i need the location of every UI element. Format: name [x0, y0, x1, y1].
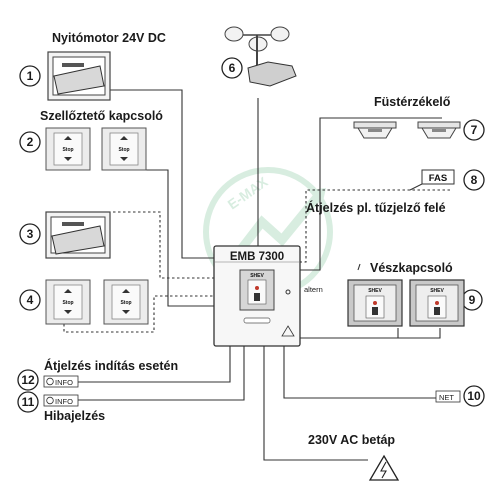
motor-label: Nyitómotor 24V DC: [52, 31, 166, 45]
info-tag-11: INFO: [43, 394, 79, 407]
controller-emb-7300: EMB 7300 SHEV altern: [213, 245, 323, 347]
svg-text:9: 9: [469, 293, 476, 307]
mains-label: 230V AC betáp: [308, 433, 395, 447]
svg-text:SHEV: SHEV: [250, 273, 264, 279]
svg-text:NET: NET: [439, 393, 454, 402]
controller-title: EMB 7300: [230, 251, 284, 263]
callout-8: 8: [463, 169, 485, 191]
callout-12: 12: [17, 369, 39, 391]
callout-4: 4: [19, 289, 41, 311]
net-tag-10: NET: [435, 390, 461, 403]
emergency-switch-9: SHEV SHEV: [347, 279, 465, 327]
vent-switch-label: Szellőztető kapcsoló: [40, 109, 163, 123]
fault-signal-label: Hibajelzés: [44, 409, 105, 423]
svg-text:1: 1: [27, 69, 34, 83]
fire-forward-label: Átjelzés pl. tűzjelző felé: [306, 200, 446, 215]
vent-switch-2: Stop Stop: [45, 127, 147, 171]
window-motor-1: [47, 51, 111, 101]
svg-text:8: 8: [471, 173, 478, 187]
emergency-switch-label: Vészkapcsoló: [370, 261, 453, 275]
smoke-detector-label: Füstérzékelő: [374, 95, 451, 109]
svg-text:12: 12: [21, 373, 35, 387]
callout-9: 9: [461, 289, 483, 311]
high-voltage-icon: [368, 454, 400, 481]
smoke-detectors-7: [353, 121, 461, 139]
svg-text:2: 2: [27, 135, 34, 149]
callout-2: 2: [19, 131, 41, 153]
svg-text:INFO: INFO: [55, 378, 73, 387]
altern-label: altern: [304, 285, 323, 294]
svg-text:SHEV: SHEV: [368, 288, 382, 294]
info-tag-12: INFO: [43, 375, 79, 388]
callout-10: 10: [463, 385, 485, 407]
svg-text:7: 7: [471, 123, 478, 137]
svg-text:Stop: Stop: [120, 300, 131, 306]
start-signal-label: Átjelzés indítás esetén: [44, 358, 178, 373]
svg-text:SHEV: SHEV: [430, 288, 444, 294]
callout-3: 3: [19, 223, 41, 245]
svg-text:3: 3: [27, 227, 34, 241]
wind-sensor-6: [224, 26, 297, 87]
svg-text:4: 4: [27, 293, 34, 307]
fas-box-8: FAS: [409, 169, 455, 191]
svg-text:6: 6: [229, 61, 236, 75]
svg-text:11: 11: [22, 395, 35, 409]
svg-text:Stop: Stop: [62, 300, 73, 306]
svg-text:Stop: Stop: [118, 147, 129, 153]
vent-switch-4: Stop Stop: [45, 279, 149, 325]
callout-6: 6: [221, 57, 243, 79]
svg-text:Stop: Stop: [62, 147, 73, 153]
svg-text:10: 10: [467, 389, 481, 403]
fas-tag: FAS: [429, 173, 447, 184]
window-motor-3: [45, 211, 111, 259]
svg-text:INFO: INFO: [55, 397, 73, 406]
callout-7: 7: [463, 119, 485, 141]
callout-1: 1: [19, 65, 41, 87]
wiring: [63, 89, 450, 461]
callout-11: 11: [17, 391, 39, 413]
